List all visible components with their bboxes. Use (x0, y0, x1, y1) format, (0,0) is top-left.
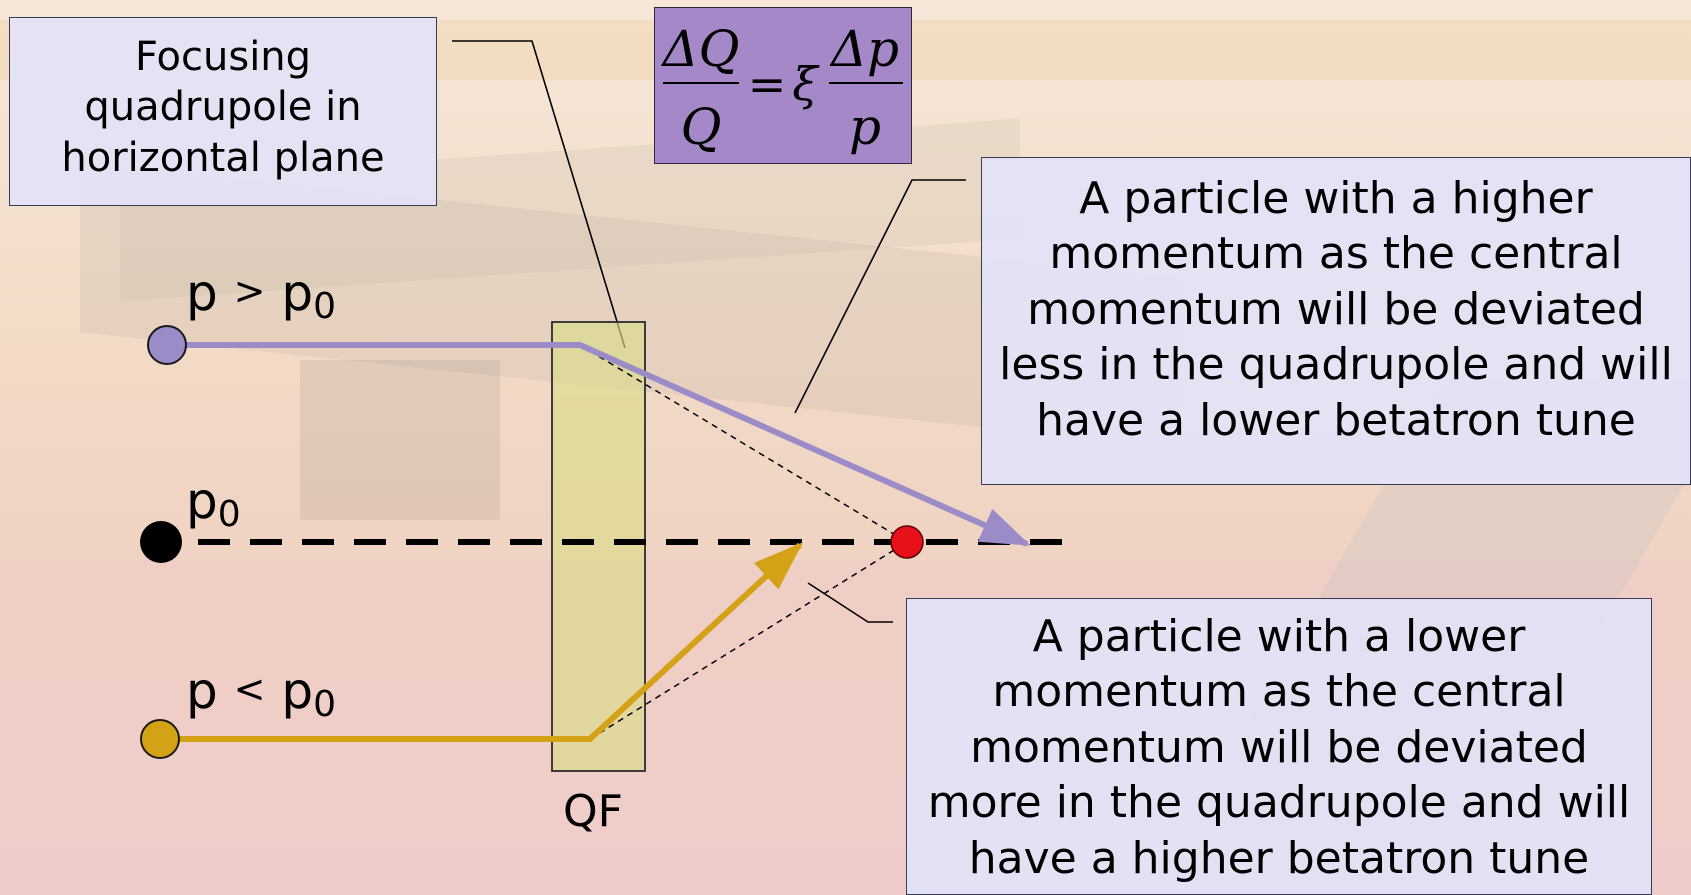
label-subscript: 0 (313, 684, 337, 725)
high-construction-line (579, 344, 908, 543)
formula-numerator-right: Δp (829, 20, 899, 78)
formula-numerator-left: ΔQ (660, 20, 739, 78)
callout-line: momentum as the central (992, 666, 1566, 718)
callout-line: momentum will be deviated (1027, 283, 1645, 335)
label-operator: > (233, 269, 266, 313)
callout-line: momentum will be deviated (970, 721, 1588, 773)
callout-line: quadrupole in (84, 84, 362, 131)
label-p: p (186, 662, 218, 720)
callout-line: A particle with a lower (1032, 611, 1526, 662)
label-subscript: 0 (217, 494, 241, 535)
low-momentum-label: p < p0 (186, 666, 336, 723)
low-leader-line (807, 582, 893, 623)
label-subscript: 0 (313, 286, 337, 327)
label-operator: < (233, 667, 266, 711)
higher-momentum-callout: A particle with a higher momentum as the… (981, 157, 1691, 485)
formula-render: ΔQ Q = ξ Δp p (660, 20, 903, 156)
callout-line: have a lower betatron tune (1036, 394, 1636, 446)
high-momentum-label: p > p0 (186, 268, 336, 325)
label-p0: p (186, 472, 218, 530)
formula-coefficient-xi: ξ (792, 57, 820, 111)
quadrupole-magnet (551, 321, 646, 772)
high-momentum-trajectory (167, 342, 1031, 547)
callout-line: horizontal plane (61, 134, 385, 181)
label-p: p (186, 264, 218, 322)
callout-line: momentum as the central (1049, 228, 1623, 280)
focus-leader-line (452, 40, 626, 349)
callout-line: have a higher betatron tune (968, 832, 1590, 884)
focusing-quadrupole-callout: Focusing quadrupole in horizontal plane (9, 17, 437, 206)
callout-line: less in the quadrupole and will (999, 339, 1673, 391)
formula-denominator-left: Q (681, 98, 722, 156)
high-leader-line (794, 179, 966, 414)
callout-line: A particle with a higher (1079, 173, 1593, 224)
label-p0: p (281, 662, 314, 720)
label-p0: p (281, 264, 314, 322)
central-particle (140, 521, 182, 563)
chromaticity-formula: ΔQ Q = ξ Δp p (654, 7, 912, 164)
callout-line: Focusing (134, 34, 312, 80)
low-momentum-trajectory (160, 542, 803, 742)
lower-momentum-callout: A particle with a lower momentum as the … (906, 598, 1652, 895)
focal-point (890, 525, 924, 559)
quadrupole-label: QF (563, 786, 623, 837)
central-momentum-label: p0 (186, 476, 241, 533)
low-construction-line (589, 541, 908, 740)
formula-denominator-right: p (849, 98, 881, 156)
low-momentum-particle (140, 719, 180, 759)
formula-equals: = (748, 57, 787, 111)
callout-line: more in the quadrupole and will (927, 777, 1631, 829)
high-momentum-particle (147, 325, 187, 365)
